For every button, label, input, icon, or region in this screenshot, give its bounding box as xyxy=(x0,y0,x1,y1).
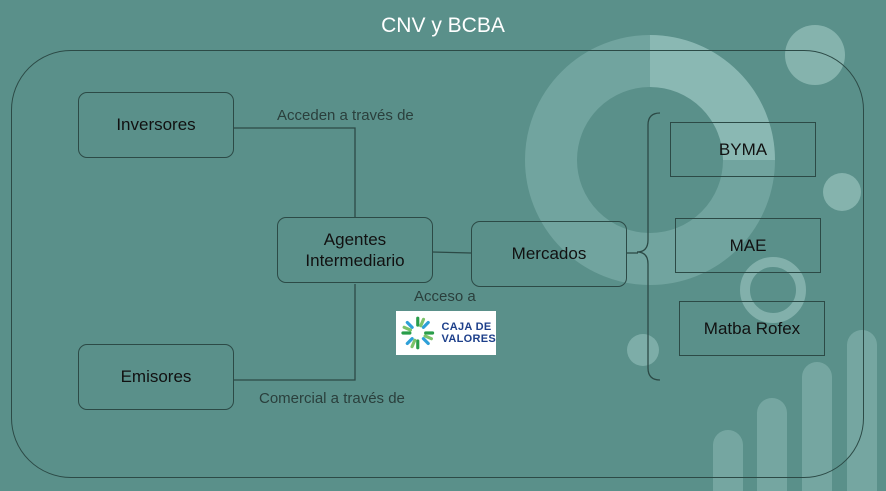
pillar-decoration xyxy=(847,330,877,491)
node-inversores-label: Inversores xyxy=(116,115,196,135)
edge-label-acceden: Acceden a través de xyxy=(277,107,414,124)
logo-text: CAJA DE VALORES xyxy=(442,321,496,345)
ring-decoration xyxy=(740,257,806,323)
node-byma: BYMA xyxy=(670,122,816,177)
edge-label-acceso: Acceso a xyxy=(414,288,476,305)
diagram-title: CNV y BCBA xyxy=(381,14,505,37)
caja-de-valores-logo: CAJA DE VALORES xyxy=(396,311,496,355)
node-matba-rofex: Matba Rofex xyxy=(679,301,825,356)
pillar-decoration xyxy=(757,398,787,491)
node-agentes-intermediario: Agentes Intermediario xyxy=(277,217,433,283)
starburst-logo-icon xyxy=(401,316,435,350)
node-agentes-label-line1: Agentes xyxy=(323,229,387,249)
node-mercados-label: Mercados xyxy=(511,244,587,264)
node-emisores-label: Emisores xyxy=(120,367,192,387)
connector-agentes-mercados xyxy=(431,251,472,254)
outer-rounded-frame xyxy=(11,50,864,478)
node-byma-label: BYMA xyxy=(718,139,768,159)
node-mae-label: MAE xyxy=(729,235,767,255)
node-agentes-label-line2: Intermediario xyxy=(305,251,405,270)
small-circle-decoration xyxy=(823,173,861,211)
connector-inversores-agentes xyxy=(234,127,356,218)
donut-ring-decoration xyxy=(525,35,775,285)
node-inversores: Inversores xyxy=(78,92,234,158)
edge-label-comercial: Comercial a través de xyxy=(259,390,405,407)
donut-segment-decoration xyxy=(650,35,775,160)
logo-text-line2: VALORES xyxy=(441,333,496,345)
node-emisores: Emisores xyxy=(78,344,234,410)
node-mercados: Mercados xyxy=(471,221,627,287)
connector-emisores-agentes xyxy=(234,284,356,381)
curly-brace xyxy=(636,112,661,381)
small-circle-decoration xyxy=(627,334,659,366)
node-matba-label: Matba Rofex xyxy=(703,318,801,338)
pillar-decoration xyxy=(713,430,743,491)
logo-text-line1: CAJA DE xyxy=(441,320,492,333)
node-mae: MAE xyxy=(675,218,821,273)
